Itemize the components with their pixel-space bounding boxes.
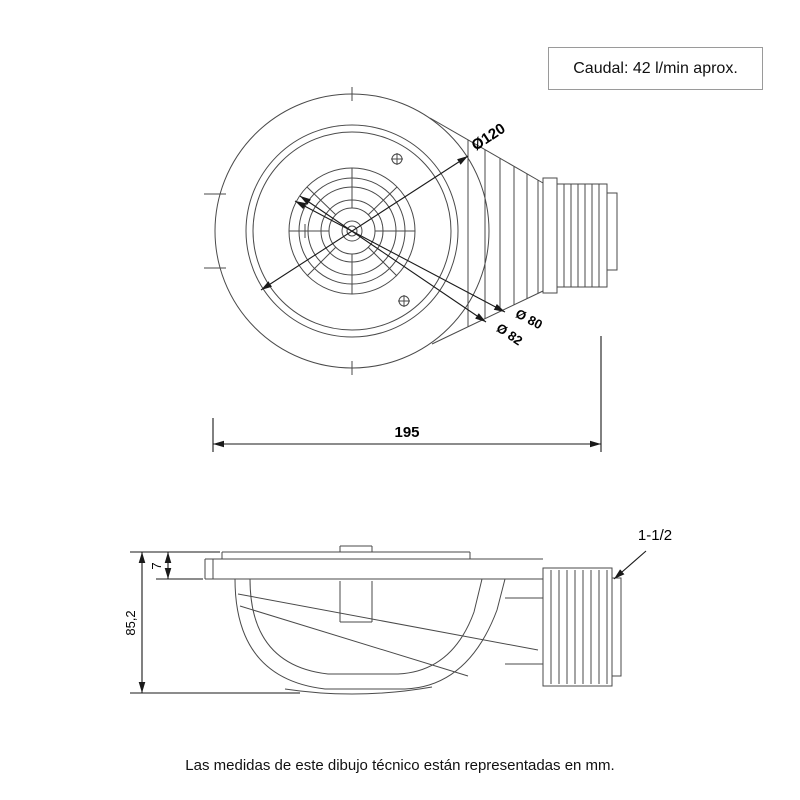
- footer-note: Las medidas de este dibujo técnico están…: [185, 757, 615, 774]
- threaded-connector-top: [542, 177, 618, 294]
- dimension-label-diameter-82: Ø 82: [494, 320, 526, 348]
- top-view-dimensions: [212, 155, 602, 452]
- flow-rate-box: Caudal: 42 l/min aprox.: [548, 47, 763, 90]
- dimension-label-lip-7: 7: [149, 562, 164, 569]
- dimension-label-width-195: 195: [394, 424, 419, 441]
- threaded-connector-side: [542, 567, 622, 687]
- side-view-drawing: [204, 545, 622, 695]
- dimension-label-diameter-120: Ø120: [469, 120, 509, 154]
- dimension-label-diameter-80: Ø 80: [513, 306, 545, 332]
- top-view-drawing: [204, 87, 618, 375]
- dimension-label-height-85-2: 85,2: [123, 610, 138, 635]
- dimension-label-thread-1-1-2: 1-1/2: [638, 527, 672, 544]
- flow-rate-text: Caudal: 42 l/min aprox.: [573, 59, 738, 77]
- edge-ticks: [204, 87, 353, 375]
- side-view-dimensions: [130, 550, 647, 694]
